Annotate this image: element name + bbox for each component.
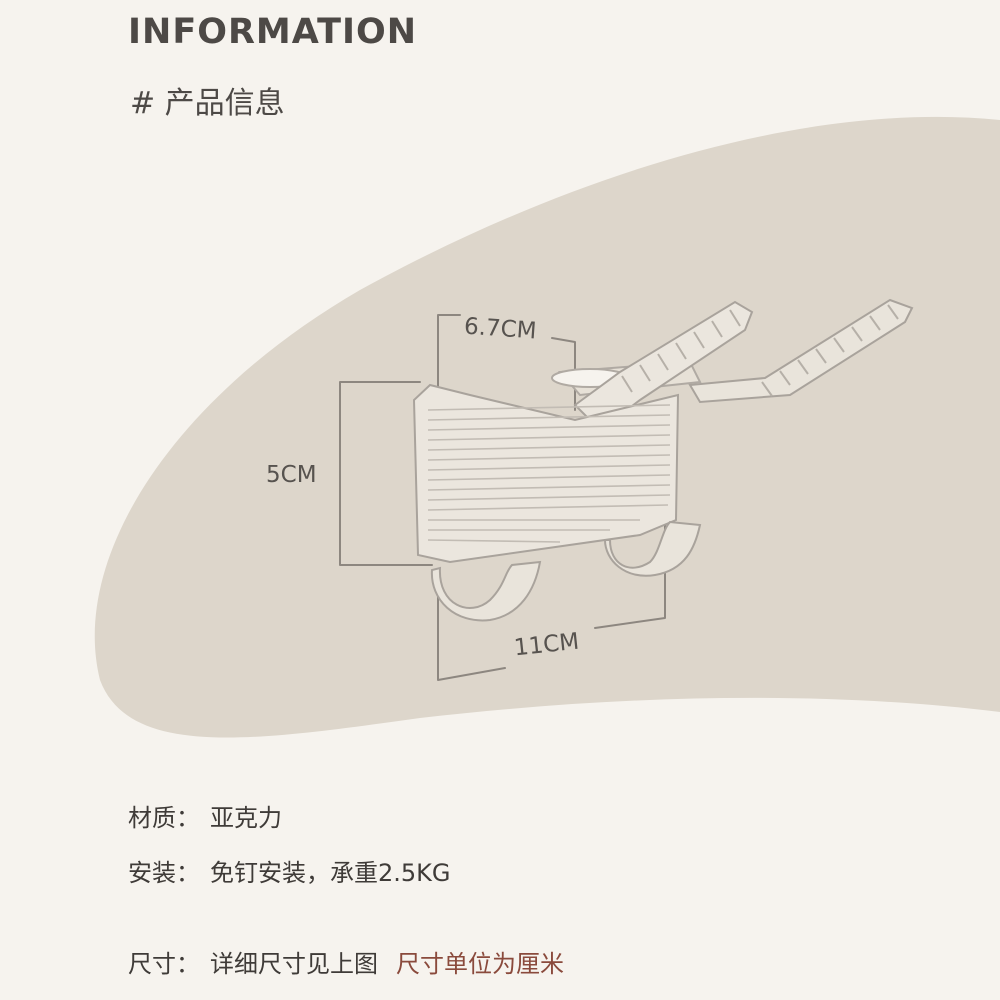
material-value: 亚克力 bbox=[210, 804, 282, 832]
bottom-hook-right bbox=[603, 520, 702, 577]
size-unit-note: 尺寸单位为厘米 bbox=[396, 950, 564, 978]
install-label: 安装： bbox=[128, 859, 200, 887]
dimension-height-label: 5CM bbox=[266, 462, 317, 488]
install-line: 安装： 免钉安装，承重2.5KG bbox=[128, 853, 451, 888]
size-value: 详细尺寸见上图 bbox=[210, 950, 378, 978]
prong-right bbox=[688, 298, 914, 404]
size-line: 尺寸： 详细尺寸见上图尺寸单位为厘米 bbox=[128, 944, 564, 979]
front-plate bbox=[412, 383, 680, 564]
install-value: 免钉安装，承重2.5KG bbox=[210, 859, 451, 887]
material-label: 材质： bbox=[128, 804, 200, 832]
section-title-cn: # 产品信息 bbox=[130, 86, 285, 121]
dimension-depth-label: 6.7CM bbox=[463, 313, 538, 345]
bottom-hook-left bbox=[430, 560, 542, 622]
section-title-en: INFORMATION bbox=[128, 12, 418, 52]
material-line: 材质： 亚克力 bbox=[128, 798, 282, 833]
size-label: 尺寸： bbox=[128, 950, 200, 978]
